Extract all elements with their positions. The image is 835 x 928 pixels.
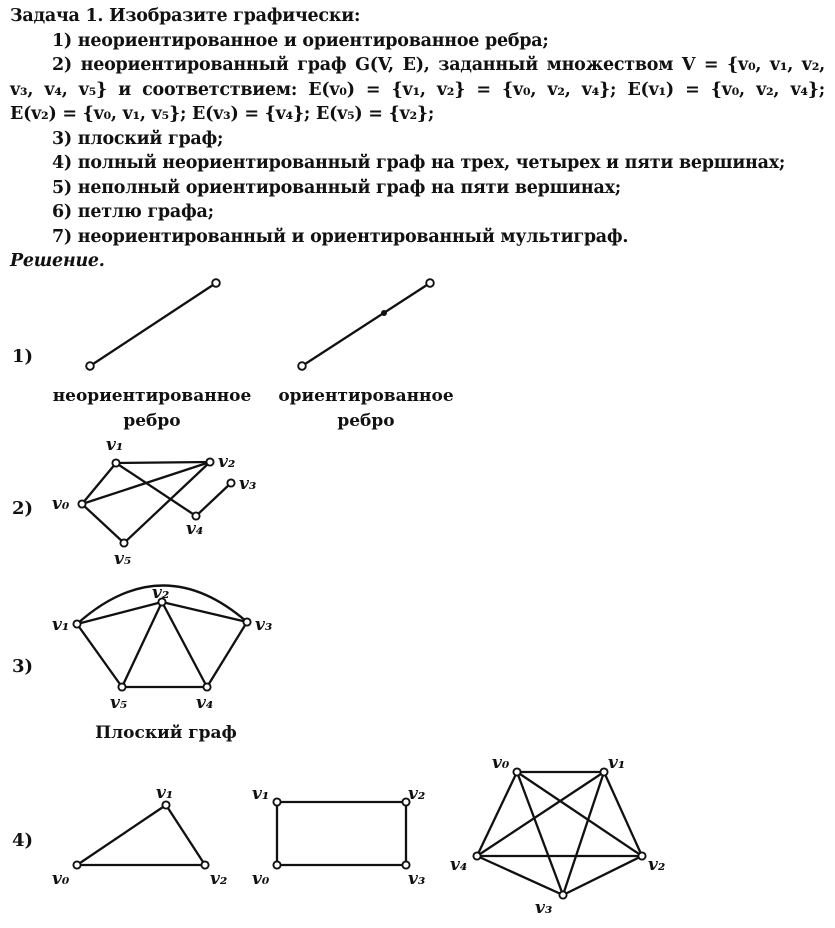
graph-2-label-v4: v₄: [186, 519, 203, 539]
graph-2-vertices: [77, 457, 236, 548]
figure-1: 1) неориентированное ребро ориентированн…: [12, 278, 454, 431]
k4-label-v0: v₀: [252, 869, 270, 889]
task-text: Задача 1. Изобразите графически: 1) неор…: [10, 4, 825, 274]
k5-label-v2: v₂: [648, 855, 665, 875]
complete-graph-k3: [72, 800, 210, 870]
k5-label-v3: v₃: [535, 898, 552, 918]
figure-3: 3) v₁ v₂ v₃ v₄ v₅ Плоский граф: [12, 583, 272, 743]
k4-label-v1: v₁: [252, 784, 269, 804]
directed-edge-caption-line-2: ребро: [337, 411, 394, 431]
task-item-5: 5) неполный ориентированный граф на пяти…: [52, 177, 621, 198]
graph-3-label-v3: v₃: [255, 615, 272, 635]
task-item-7: 7) неориентированный и ориентированный м…: [52, 226, 629, 247]
figure-4: 4) v₀ v₁ v₂ v₁ v₂ v₃ v₀: [12, 753, 665, 918]
task-title: Задача 1.: [10, 6, 104, 26]
graph-3-vertices: [72, 597, 252, 692]
undirected-edge-caption-line-2: ребро: [123, 411, 180, 431]
graph-3-label-v2: v₂: [152, 583, 169, 603]
k4-label-v3: v₃: [408, 869, 425, 889]
task-item-1: 1) неориентированное и ориентированное р…: [52, 30, 549, 51]
graph-2-label-v0: v₀: [52, 494, 70, 514]
task-item-6: 6) петлю графа;: [52, 202, 214, 222]
task-item-3: 3) плоский граф;: [52, 128, 224, 149]
directed-edge: [297, 278, 435, 371]
figure-3-number: 3): [12, 656, 33, 677]
task-item-2-line-2: v₃, v₄, v₅} и соответствием: E(v₀) = {v₁…: [10, 79, 825, 100]
graph-2-label-v3: v₃: [239, 474, 256, 494]
undirected-edge: [85, 278, 221, 371]
graph-2-label-v1: v₁: [106, 435, 123, 455]
task-item-2-line-3: E(v₂) = {v₀, v₁, v₅}; E(v₃) = {v₄}; E(v₅…: [10, 104, 435, 124]
k3-label-v1: v₁: [156, 783, 173, 803]
directed-edge-caption-line-1: ориентированное: [278, 386, 454, 406]
graph-3-edges: [75, 584, 249, 689]
graph-3-caption: Плоский граф: [95, 723, 237, 743]
k4-label-v2: v₂: [408, 784, 425, 804]
k3-label-v0: v₀: [52, 869, 70, 889]
k5-label-v1: v₁: [608, 753, 625, 773]
task-item-2-line-1: 2) неориентированный граф G(V, E), задан…: [52, 55, 825, 75]
solution-label: Решение.: [10, 251, 105, 271]
graph-3-label-v4: v₄: [196, 693, 213, 713]
k5-label-v0: v₀: [492, 753, 510, 773]
task-intro: Изобразите графически:: [109, 6, 361, 26]
graph-2-edges: [80, 460, 233, 545]
figure-1-number: 1): [12, 346, 33, 367]
figure-2: 2) v₀ v₁ v₂ v₃ v₄ v₅: [12, 435, 256, 569]
graph-2-label-v5: v₅: [114, 549, 131, 569]
graph-3-label-v5: v₅: [110, 693, 127, 713]
complete-graph-k5: [472, 767, 647, 900]
task-heading: Задача 1. Изобразите графически:: [10, 4, 825, 29]
undirected-edge-caption-line-1: неориентированное: [53, 386, 252, 406]
task-item-4: 4) полный неориентированный граф на трех…: [52, 153, 786, 173]
k5-label-v4: v₄: [450, 855, 467, 875]
graph-2-label-v2: v₂: [218, 452, 235, 472]
figure-2-number: 2): [12, 498, 33, 519]
complete-graph-k4: [272, 797, 411, 870]
k3-label-v2: v₂: [210, 869, 227, 889]
graph-3-label-v1: v₁: [52, 615, 69, 635]
figure-4-number: 4): [12, 830, 33, 851]
